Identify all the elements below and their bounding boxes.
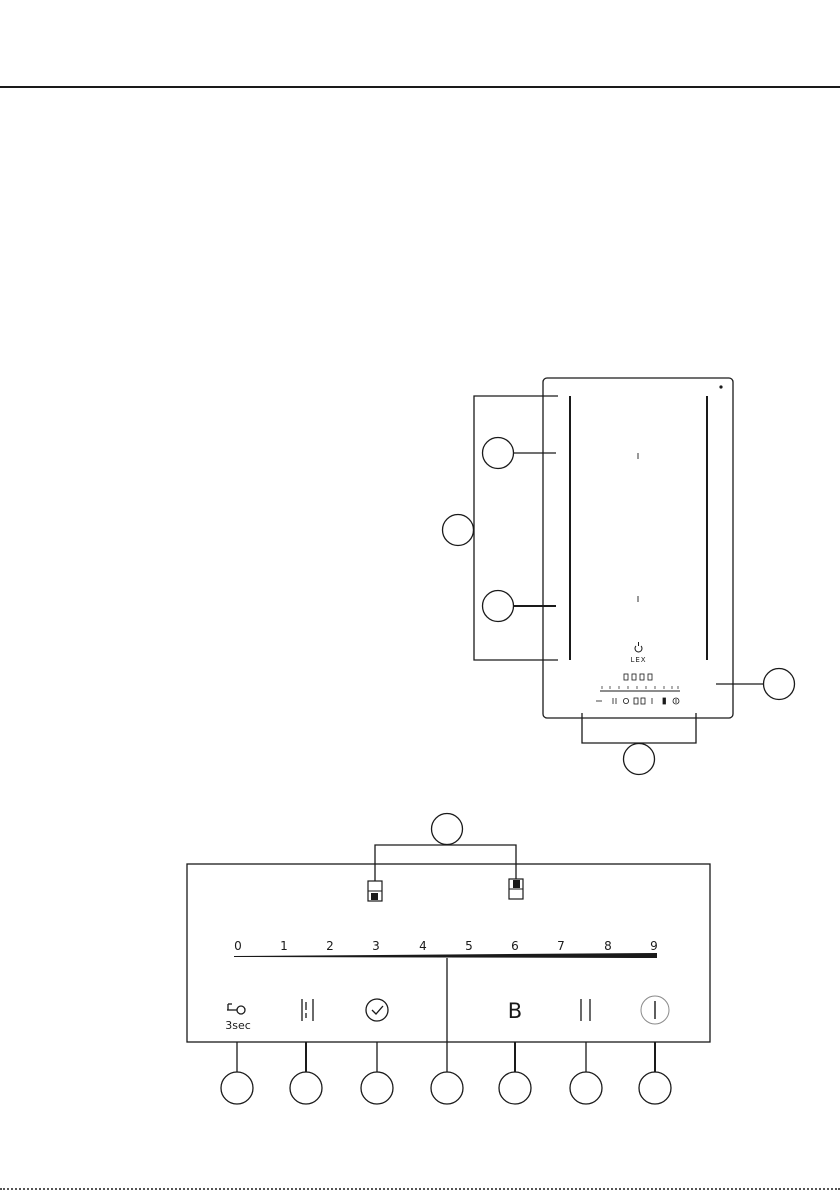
page-footer-rule xyxy=(0,1188,840,1190)
scale-digit-0: 0 xyxy=(234,939,242,953)
callout-front-zone xyxy=(483,438,514,469)
callout-boost xyxy=(499,1072,531,1104)
cooktop-overview: LEX xyxy=(543,378,733,718)
callout-control-panel xyxy=(624,744,655,775)
scale-digit-5: 5 xyxy=(465,939,473,953)
scale-digit-7: 7 xyxy=(557,939,565,953)
cooktop-corner-mark xyxy=(719,385,722,388)
scale-digit-1: 1 xyxy=(280,939,288,953)
scale-digit-3: 3 xyxy=(372,939,380,953)
scale-digit-8: 8 xyxy=(604,939,612,953)
callout-power xyxy=(639,1072,671,1104)
callout-glass-surface xyxy=(764,669,795,700)
callout-zone-select xyxy=(290,1072,322,1104)
rear-zone-display xyxy=(368,881,382,901)
callout-zone-displays xyxy=(432,814,463,845)
mini-boost-icon xyxy=(663,698,666,704)
scale-digit-6: 6 xyxy=(511,939,519,953)
callout-cooking-area xyxy=(443,515,474,546)
scale-digit-9: 9 xyxy=(650,939,658,953)
control-panel-outline xyxy=(187,864,710,1042)
callout-lock xyxy=(221,1072,253,1104)
scale-digit-2: 2 xyxy=(326,939,334,953)
cooktop-glass-outline xyxy=(543,378,733,718)
boost-button[interactable]: B xyxy=(508,999,522,1023)
scale-digit-4: 4 xyxy=(419,939,427,953)
front-zone-display xyxy=(509,879,523,899)
brand-name: LEX xyxy=(630,656,646,664)
lock-duration-label: 3sec xyxy=(225,1019,251,1032)
control-panel-detail: 0 1 2 3 4 5 6 7 8 9 3sec xyxy=(187,814,710,1043)
callout-rear-zone xyxy=(483,591,514,622)
callout-zone-toggle xyxy=(570,1072,602,1104)
callout-power-slider xyxy=(431,1072,463,1104)
callout-timer xyxy=(361,1072,393,1104)
